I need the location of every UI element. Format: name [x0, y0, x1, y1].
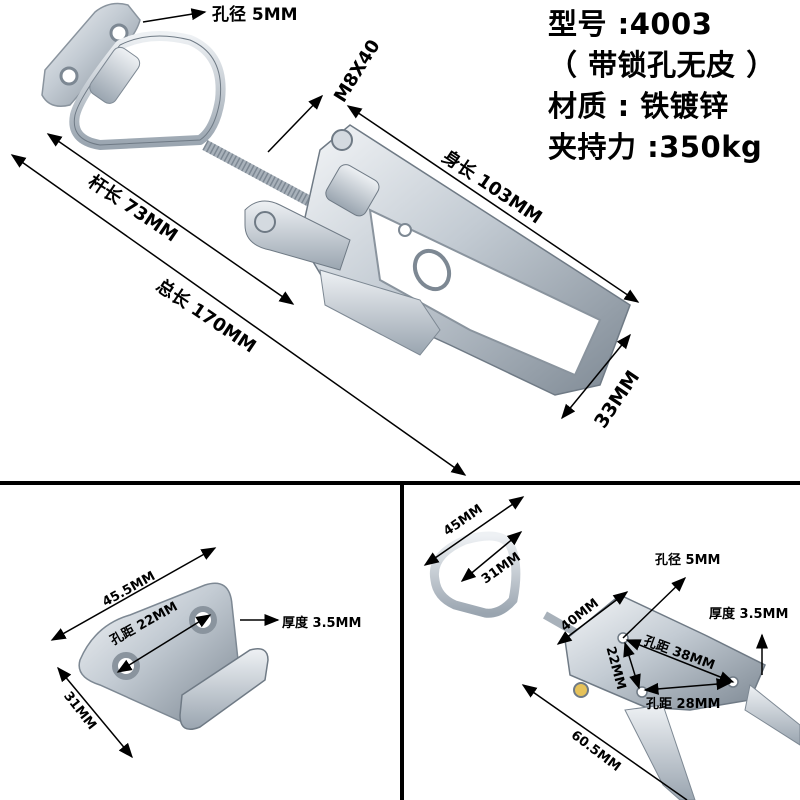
hole-spacing-line — [116, 614, 212, 673]
latch-main-illustration — [10, 2, 640, 476]
catch-plate-illustration — [50, 547, 280, 759]
spec-variant: （ 带锁孔无皮 ） — [548, 48, 776, 82]
horizontal-divider — [0, 481, 800, 485]
spec-clamping-force: 夹持力 :350kg — [548, 130, 763, 164]
width-line — [57, 666, 133, 759]
length-line — [50, 547, 217, 641]
body-length-line — [346, 105, 640, 303]
hole-spacing-vertical-line — [623, 641, 641, 690]
spec-block: 型号 :4003 （ 带锁孔无皮 ） 材质 : 铁镀锌 夹持力 :350kg — [548, 4, 776, 168]
hole-spacing-short-line — [643, 678, 732, 695]
width-line — [561, 333, 631, 420]
main-product-view: 孔径 5MM M8X40 杆长 73MM 总长 170MM 身长 103MM 3… — [10, 2, 776, 476]
thickness-label: 厚度 3.5MM — [709, 607, 789, 622]
vertical-divider — [400, 485, 404, 800]
thread-arrow — [267, 94, 324, 153]
total-length-line — [10, 154, 467, 476]
body-length-line — [521, 684, 688, 800]
hole-spacing-long-line — [625, 639, 735, 683]
latch-detail-illustration — [423, 496, 800, 800]
hole-diameter-arrow — [622, 576, 687, 639]
hole-diameter-label: 孔径 5MM — [212, 5, 298, 25]
latch-detail-view: 45MM 31MM 孔径 5MM 40MM 厚度 3.5MM 孔距 38MM 2… — [405, 485, 800, 800]
hole-diameter-arrow — [142, 8, 207, 23]
spec-material: 材质 : 铁镀锌 — [548, 89, 729, 123]
loop-inner-line — [460, 531, 523, 582]
thickness-label: 厚度 3.5MM — [282, 616, 362, 631]
rod-line — [556, 591, 629, 645]
catch-plate-view: 45.5MM 孔距 22MM 厚度 3.5MM 31MM — [0, 485, 400, 800]
spec-model: 型号 :4003 — [548, 7, 713, 41]
hole-spacing-short-label: 孔距 28MM — [646, 697, 721, 712]
hole-diameter-label: 孔径 5MM — [655, 553, 721, 568]
loop-outer-line — [423, 496, 525, 566]
